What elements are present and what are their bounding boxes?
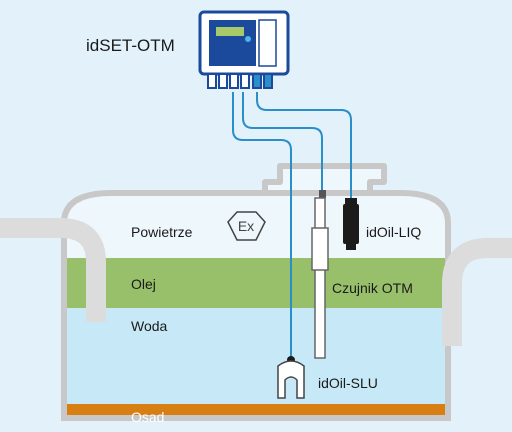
tank-contents	[64, 193, 448, 418]
zone-air	[64, 193, 448, 258]
zone-oil-label: Olej	[131, 276, 156, 292]
sensor-liq-label: idOil-LIQ	[366, 224, 422, 240]
cable-liq	[256, 92, 352, 198]
svg-text:Ex: Ex	[238, 218, 254, 234]
sensor-slu-label: idOil-SLU	[318, 375, 378, 391]
atex-ex-icon: Ex	[227, 211, 266, 241]
zone-air-label: Powietrze	[131, 224, 193, 240]
inlet-pipe	[0, 218, 106, 322]
zone-sediment-label: Osad	[131, 409, 165, 425]
zone-water-label: Woda	[131, 318, 168, 334]
zone-water	[64, 308, 448, 404]
sensor-otm	[311, 190, 329, 359]
cable-slu	[232, 92, 292, 358]
device-label: idSET-OTM	[86, 36, 175, 55]
tank-outline	[61, 190, 451, 421]
sensor-otm-label: Czujnik OTM	[332, 280, 413, 296]
zone-sediment	[64, 404, 448, 418]
device-idset-otm	[198, 10, 290, 89]
outlet-pipe	[442, 238, 512, 346]
device-display	[216, 27, 244, 36]
tank-manhole	[262, 163, 387, 193]
cable-otm	[242, 92, 323, 192]
zone-oil	[64, 258, 448, 308]
sensor-liq	[343, 198, 359, 250]
sensor-slu	[277, 356, 305, 399]
device-led	[245, 36, 251, 42]
